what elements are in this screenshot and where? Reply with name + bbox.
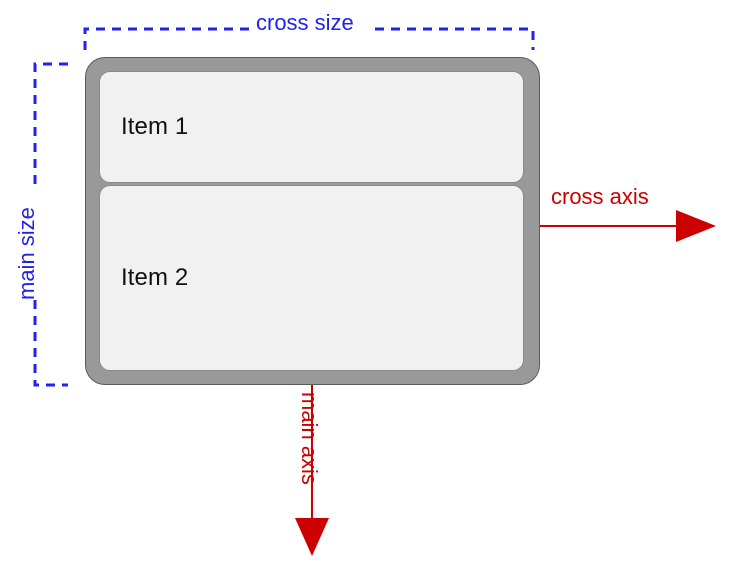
cross-size-bracket-right — [375, 27, 535, 50]
flex-container: Item 1 Item 2 — [85, 57, 540, 385]
main-axis-label: main axis — [297, 392, 322, 485]
main-size-bracket-top — [33, 62, 68, 185]
main-size-label: main size — [14, 207, 39, 300]
flex-item-1: Item 1 — [99, 71, 524, 183]
cross-size-label: cross size — [256, 10, 354, 35]
cross-axis-arrowhead — [676, 210, 716, 242]
flex-item-1-label: Item 1 — [121, 113, 189, 140]
cross-axis-label: cross axis — [551, 184, 649, 209]
main-size-bracket-bottom — [33, 300, 68, 387]
main-axis-arrowhead — [295, 518, 329, 556]
flex-item-2-label: Item 2 — [121, 264, 189, 291]
flex-item-2: Item 2 — [99, 185, 524, 371]
main-size-bracket — [33, 62, 68, 387]
cross-size-bracket-left — [83, 27, 250, 50]
cross-size-bracket — [83, 27, 535, 50]
